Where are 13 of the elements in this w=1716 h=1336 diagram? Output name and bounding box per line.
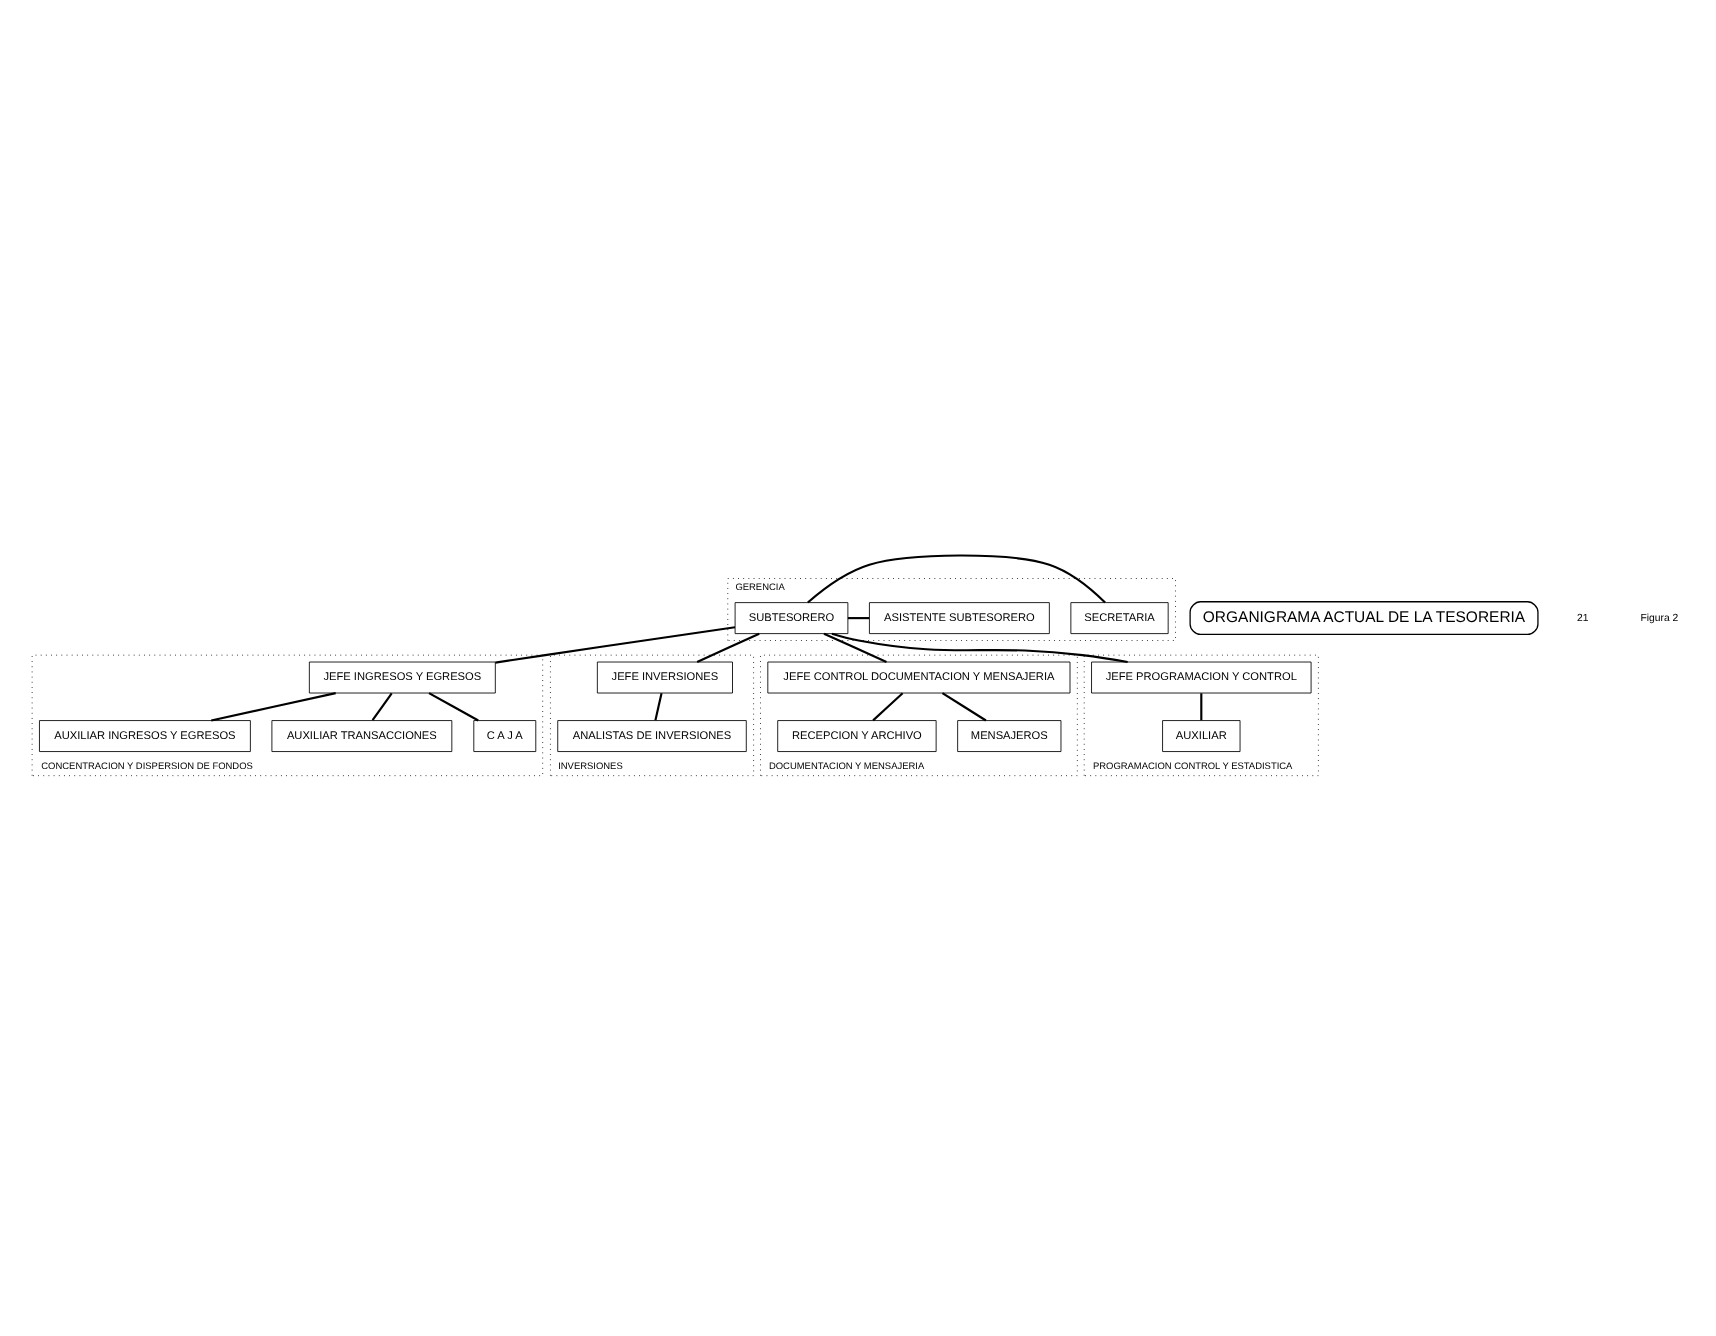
connector — [807, 553, 1106, 603]
node-box: ORGANIGRAMA ACTUAL DE LA TESORERIA — [1189, 600, 1539, 635]
connector — [654, 692, 663, 720]
connector — [1200, 692, 1203, 720]
connector — [696, 631, 760, 662]
connector — [428, 691, 479, 721]
connector — [941, 691, 987, 721]
connector — [872, 691, 904, 721]
connector — [823, 631, 887, 662]
connector — [847, 616, 870, 619]
connector — [211, 691, 336, 721]
connector — [495, 625, 736, 663]
connector — [371, 691, 393, 720]
